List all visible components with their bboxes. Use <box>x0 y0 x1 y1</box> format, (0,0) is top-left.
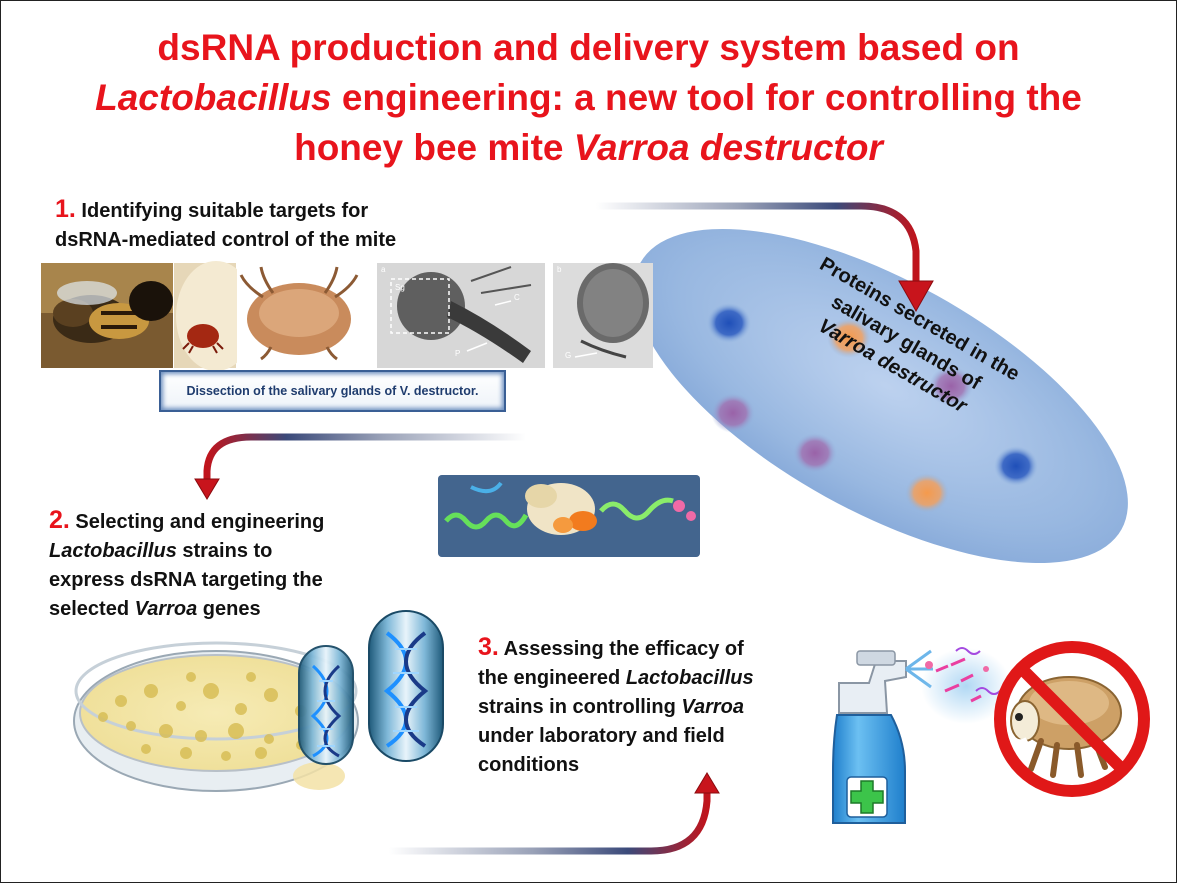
varroa-mite-photo <box>237 263 365 368</box>
step-2-line-1: 2. Selecting and engineering <box>49 506 324 537</box>
step-1-line-1: 1. Identifying suitable targets for <box>55 195 396 226</box>
step-2-line-4: selected Varroa genes <box>49 595 324 624</box>
step-2-line-2: Lactobacillus strains to <box>49 537 324 566</box>
arrow-to-step-3 <box>385 772 720 855</box>
photo-strip <box>41 261 653 371</box>
step-3-number: 3. <box>478 633 499 661</box>
title-line-2-rest: engineering: a new tool for controlling … <box>331 77 1082 118</box>
protein-spot-purple-3 <box>793 433 837 473</box>
step-2-line-2-rest: strains to <box>176 540 273 562</box>
protein-spot-purple-1 <box>929 366 973 406</box>
step-3-lactobacillus: Lactobacillus <box>625 667 754 689</box>
protein-spot-purple-2 <box>711 393 755 433</box>
step-3-line-2: the engineered Lactobacillus <box>478 664 754 693</box>
step-1-line-1-text: Identifying suitable targets for <box>75 200 369 222</box>
step-2-line-1-text: Selecting and engineering <box>69 511 325 533</box>
page-title: dsRNA production and delivery system bas… <box>1 23 1176 173</box>
spray-mist <box>905 647 1011 724</box>
protein-spot-blue-1 <box>707 303 751 343</box>
lactobacillus-cell-large <box>368 610 444 762</box>
mite-on-larva-photo <box>174 261 256 371</box>
protein-spot-orange-1 <box>827 318 871 358</box>
micrograph-panel-b <box>553 263 653 368</box>
protein-spot-blue-2 <box>994 446 1038 486</box>
protein-spot-orange-2 <box>905 473 949 513</box>
step-3-line-1: 3. Assessing the efficacy of <box>478 633 754 664</box>
micrograph-panel-a <box>377 263 545 368</box>
micrograph-a-c-label: C <box>514 293 520 302</box>
title-varroa: Varroa destructor <box>573 127 883 168</box>
step-3-line-4: under laboratory and field <box>478 725 725 747</box>
no-mite-sign <box>994 641 1150 797</box>
step-2-line-4-start: selected <box>49 598 135 620</box>
title-line-2: Lactobacillus engineering: a new tool fo… <box>1 73 1176 123</box>
step-2-line-3: express dsRNA targeting the <box>49 569 323 591</box>
micrograph-a-sg-label: Sg <box>395 283 405 292</box>
step-3-line-2-start: the engineered <box>478 667 626 689</box>
title-line-3: honey bee mite Varroa destructor <box>1 123 1176 173</box>
spray-bottle <box>832 650 907 824</box>
micrograph-b-panel-label: b <box>557 265 562 274</box>
step-2-line-4-rest: genes <box>197 598 261 620</box>
title-line-1: dsRNA production and delivery system bas… <box>157 27 1020 68</box>
step-2-number: 2. <box>49 506 70 534</box>
step-3-line-3: strains in controlling Varroa <box>478 693 754 722</box>
micrograph-a-p-label: P <box>455 349 461 358</box>
title-lactobacillus: Lactobacillus <box>95 77 332 118</box>
micrograph-a-panel-label: a <box>381 265 386 274</box>
protein-structure-image <box>438 475 700 557</box>
step-1-number: 1. <box>55 195 76 223</box>
step-3-line-5: conditions <box>478 754 580 776</box>
lactobacillus-cell-small <box>298 645 354 765</box>
step-1-line-2: dsRNA-mediated control of the mite <box>55 229 397 251</box>
honeybee-photo <box>41 263 173 368</box>
petri-dish <box>73 641 359 792</box>
step-3-varroa: Varroa <box>681 696 744 718</box>
step-3-line-1-text: Assessing the efficacy of <box>498 638 744 660</box>
title-line-3-start: honey bee mite <box>294 127 574 168</box>
protein-ellipse <box>634 228 1128 564</box>
step-2-lactobacillus: Lactobacillus <box>49 540 177 562</box>
arrow-to-ellipse <box>592 202 934 313</box>
step-3-line-3-start: strains in controlling <box>478 696 682 718</box>
micrograph-b-g-label: G <box>565 351 572 360</box>
dissection-caption: Dissection of the salivary glands of V. … <box>159 370 506 412</box>
arrow-to-step-2 <box>194 433 530 500</box>
step-2-text: 2. Selecting and engineering Lactobacill… <box>49 506 324 624</box>
step-1-text: 1. Identifying suitable targets for dsRN… <box>55 195 396 255</box>
step-3-text: 3. Assessing the efficacy of the enginee… <box>478 633 754 780</box>
step-2-varroa: Varroa <box>134 598 198 620</box>
